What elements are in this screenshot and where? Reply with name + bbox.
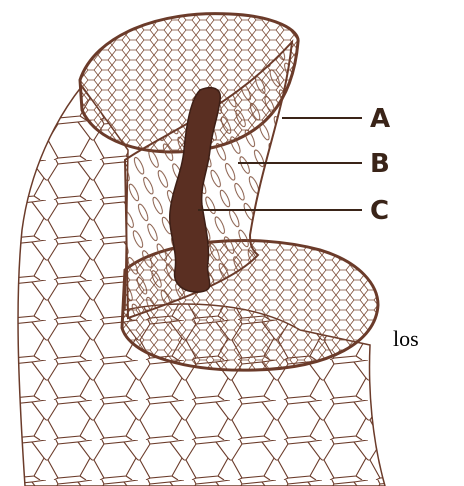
label-a: A bbox=[370, 104, 390, 134]
label-b: B bbox=[370, 149, 390, 179]
trailing-word: los bbox=[393, 328, 419, 350]
label-c: C bbox=[370, 196, 389, 226]
